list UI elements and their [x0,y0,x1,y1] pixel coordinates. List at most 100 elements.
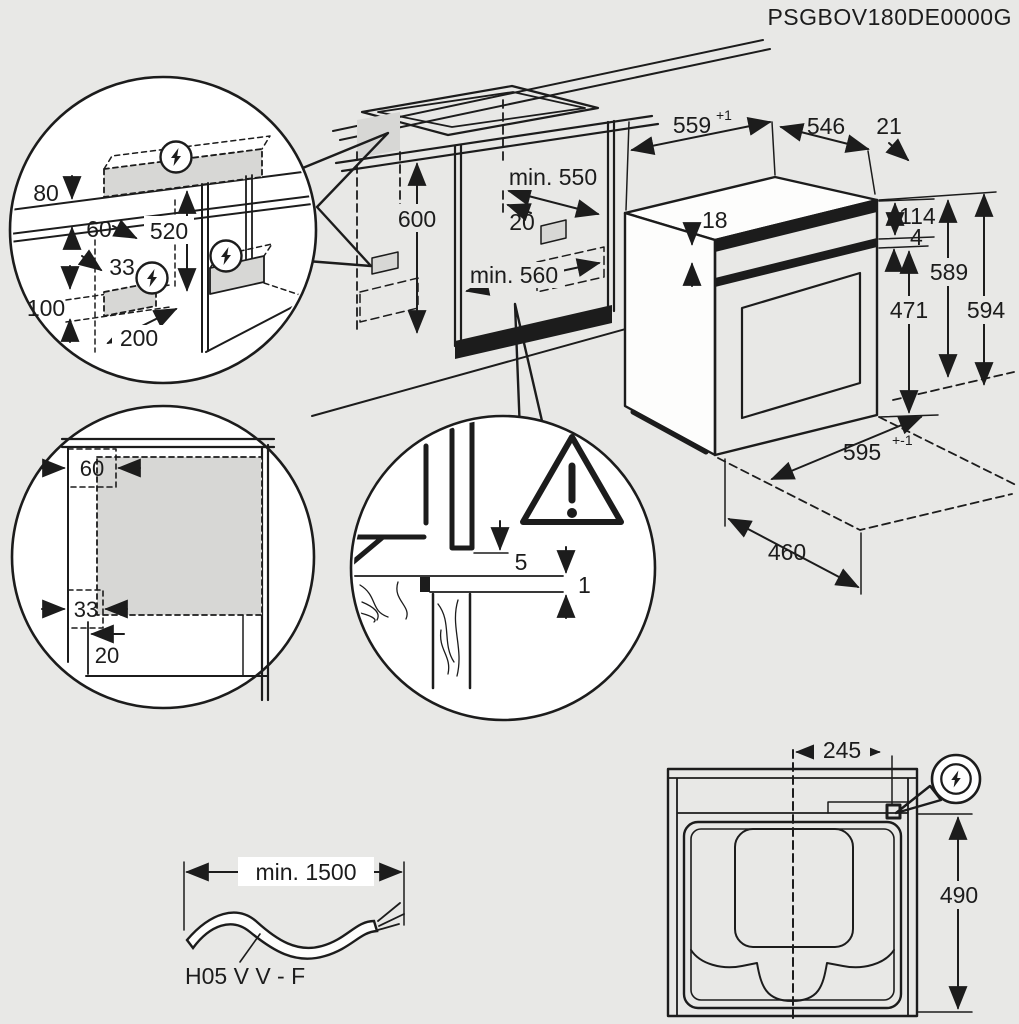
c1-label-box-offset: 33 [109,254,135,280]
c1-partition-wall [201,182,209,353]
dim-label-niche-width: min. 560 [470,262,558,288]
hob-cutout-inner [377,91,586,128]
c1-label-depth-offset: 200 [120,325,158,351]
dim-arrow-min550 [507,187,600,218]
c1-label-box-height: 100 [27,295,65,321]
c1-label-side-offset: 60 [86,216,112,242]
dim-label-hob-gap: 20 [509,209,535,235]
floor-line [311,319,659,417]
c2-cable-zone-top [67,448,117,488]
rear-label-offset: 245 [823,737,861,763]
dim-label-height-b: 594 [967,297,1006,323]
niche-cable-box-left [371,251,399,275]
counter-edge-line-2 [340,122,660,173]
dim-arrow-559 [630,117,772,155]
warning-triangle-outline [520,434,624,525]
niche-cable-box [540,219,567,245]
side-detail-callout: 60 33 20 [10,404,316,710]
cable-body [185,911,379,960]
c3-label-bottom-gap: 1 [578,572,591,598]
cable-wire-ends [377,902,405,931]
cable-type-label: H05 V V - F [185,963,305,989]
ext-559 [625,121,776,211]
ext-114 [878,198,935,240]
c2-label-top-zone: 60 [80,456,104,481]
oven-top-trim-strip [715,200,877,252]
dim-label-height-a: 589 [930,259,968,285]
hob-cutout-outer [360,84,600,137]
dim-label-top-trim: 18 [702,207,728,233]
c2-oven-phantom [96,456,263,616]
cable-leader-line [239,933,261,963]
oven-panel-divider-strip [715,238,877,287]
oven-front-face [713,198,879,457]
wall-top-line [332,39,764,132]
c1-label-above-counter: 80 [33,180,59,206]
dim-arrow-460 [727,518,860,588]
plinth-black-strip [455,305,612,359]
electrical-icon-1 [159,140,193,174]
ext-4 [878,245,929,249]
c1-dashed-guides [65,199,301,353]
dim-label-rear-gap: 21 [876,113,902,139]
c2-label-plinth-recess: 20 [95,643,119,668]
dim-arrow-546 [779,123,870,153]
rear-ext-490 [916,813,973,1013]
oven-door-window [740,271,862,420]
niche-right-wall [606,119,616,314]
kitchen-scene: 600 min. 550 20 min. 560 [311,39,771,417]
dim-label-panel-height: 114 [899,203,936,229]
ext-460 [724,458,862,595]
c3-wood-column [431,592,472,690]
warning-exclamation-dot [567,508,577,518]
rear-frame-lines [667,777,918,1017]
oven-foot [630,409,709,455]
c1-junction-box-right-3d [209,243,273,269]
oven-isometric-view: 559 +1 546 21 18 114 4 471 589 594 [623,107,1017,595]
c1-junction-box-top-3d [103,135,271,170]
c1-floor-line [205,301,303,353]
wall-detail-callout: 80 60 520 33 100 200 [8,75,390,385]
dim-arrow-20 [506,203,532,222]
dim-label-depth: 546 [807,113,845,139]
cable-length-label: min. 1500 [255,859,356,885]
dim-label-niche-depth: min. 550 [509,164,597,190]
dim-label-gap: 4 [910,224,923,250]
c1-partition-wall-2 [245,174,253,261]
counter-edge-line [334,114,654,165]
warning-triangle-icon [520,434,624,525]
dim-arrow-595 [770,416,923,480]
rear-terminal-plate [827,801,909,814]
c1-arrow-33 [77,249,103,272]
rear-label-height: 490 [940,882,978,908]
c2-cable-zone-bottom [67,589,104,629]
c3-wood-grain [359,581,460,677]
electrical-icon-3 [135,261,169,295]
c2-counter-lines [60,437,276,449]
electrical-icon-rear [940,763,972,795]
niche-cable-box-left-dashed [359,277,419,323]
dim-label-cutout-width: 559 [673,112,711,138]
c3-label-front-clearance: 5 [515,549,528,575]
front-gap-circle [349,414,657,722]
c2-label-bottom-zone: 33 [74,597,98,622]
cabinet-side-shaded [357,112,400,158]
dim-arrow-21 [885,138,910,162]
c1-junction-box-top [103,148,263,198]
dim-label-base-depth: 460 [768,539,806,565]
c3-board-edge [420,577,430,592]
dim-label-cutout-width-tol: +1 [716,107,732,123]
dim-label-width-tol: +-1 [892,432,913,448]
c3-cabinet-panel [449,419,475,551]
c3-oven-frame [354,443,429,566]
dim-label-door-height: 471 [890,297,928,323]
niche-left-wall [453,143,463,348]
model-code: PSGBOV180DE0000G [767,4,1012,30]
dim-label-width: 595 [843,439,881,465]
ext-546 [867,150,876,195]
power-cable-diagram: min. 1500 H05 V V - F [183,857,405,989]
c1-label-below-counter: 520 [150,218,188,244]
electrical-icon-2 [209,239,243,273]
